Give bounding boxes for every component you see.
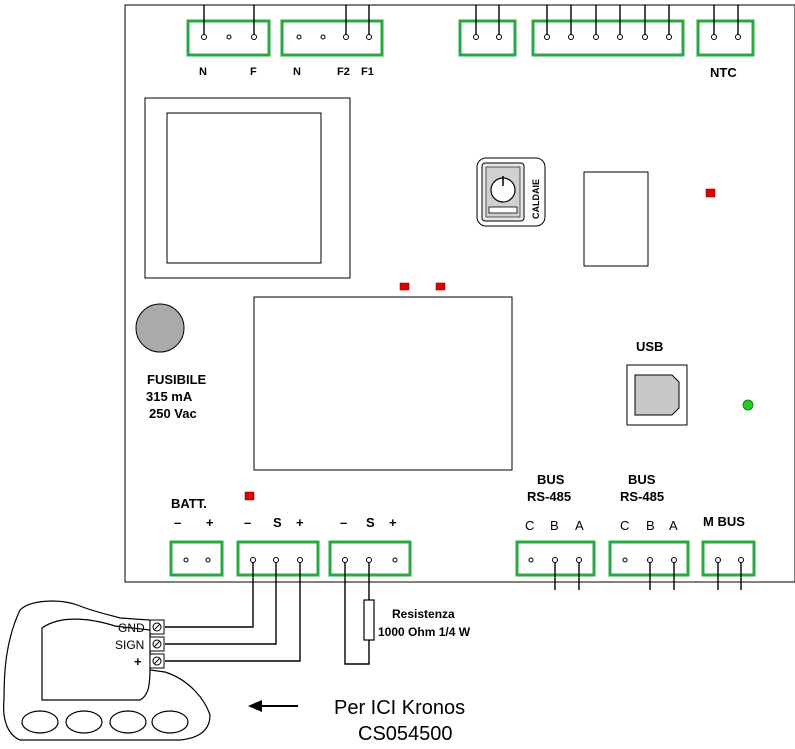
- usb-port-icon: [626, 364, 688, 426]
- label-bus2-sub: RS-485: [620, 489, 664, 504]
- terminal-bus1: [515, 540, 596, 590]
- label-bus2-title: BUS: [628, 472, 656, 487]
- wire-plus: [165, 562, 301, 662]
- label-t3-minus: –: [340, 515, 347, 530]
- label-resistenza-value: 1000 Ohm 1/4 W: [378, 625, 471, 639]
- label-bus1-sub: RS-485: [527, 489, 571, 504]
- label-mbus: M BUS: [703, 514, 745, 529]
- led-red-top: [705, 188, 716, 198]
- led-green: [742, 399, 754, 411]
- label-top-f: F: [250, 66, 257, 78]
- label-resistenza-title: Resistenza: [392, 607, 455, 621]
- terminal-top-2pin: [458, 5, 517, 57]
- thermostat-terminals: [149, 619, 165, 669]
- label-t2-plus: +: [296, 515, 304, 530]
- label-bus1-a: A: [575, 518, 584, 533]
- label-usb: USB: [636, 339, 663, 354]
- terminal-ntc: [696, 5, 755, 57]
- terminal-gnd-sign-plus: [236, 540, 320, 577]
- thermostat-button-2: [65, 710, 103, 734]
- label-top-n1: N: [199, 66, 207, 78]
- label-ntc: NTC: [710, 65, 737, 80]
- terminal-n-f: [186, 5, 271, 57]
- terminal-batt: [169, 540, 224, 577]
- label-top-f2: F2: [337, 66, 350, 78]
- terminal-mbus: [701, 540, 756, 590]
- label-bus1-title: BUS: [537, 472, 565, 487]
- wire-sign: [165, 562, 277, 645]
- label-t2-s: S: [273, 515, 282, 530]
- terminal-top-6pin: [531, 5, 685, 57]
- label-plus: +: [134, 654, 142, 669]
- label-bus1-c: C: [525, 518, 534, 533]
- label-t3-s: S: [366, 515, 375, 530]
- label-batt: BATT.: [171, 496, 207, 511]
- label-batt-plus: +: [206, 515, 214, 530]
- thermostat-device: [3, 600, 211, 741]
- label-fusibile-current: 315 mA: [146, 389, 193, 404]
- label-batt-minus: –: [174, 515, 181, 530]
- wire-gnd: [165, 562, 254, 628]
- label-fusibile-voltage: 250 Vac: [149, 406, 197, 421]
- terminal-n-f2-f1: [280, 5, 384, 57]
- board-outline: [124, 4, 795, 583]
- label-sign: SIGN: [115, 638, 144, 652]
- device-caption-line2: CS054500: [358, 723, 453, 745]
- label-top-f1: F1: [361, 66, 374, 78]
- label-bus2-c: C: [620, 518, 629, 533]
- arrow-left-icon: [248, 700, 298, 712]
- terminal-bus2: [608, 540, 690, 590]
- label-t3-plus: +: [389, 515, 397, 530]
- label-bus1-b: B: [550, 518, 559, 533]
- label-top-n2: N: [293, 66, 301, 78]
- thermostat-button-3: [109, 710, 147, 734]
- label-fusibile: FUSIBILE: [147, 372, 207, 387]
- main-module: [253, 296, 513, 471]
- caldaie-switch: [476, 157, 546, 227]
- label-t2-minus: –: [244, 515, 251, 530]
- led-red-mid-1: [399, 282, 410, 291]
- label-gnd: GND: [118, 621, 145, 635]
- led-red-batt: [244, 491, 255, 501]
- resistor: [344, 562, 375, 665]
- ic-component: [583, 171, 649, 267]
- thermostat-button-1: [21, 710, 59, 734]
- label-caldaie: CALDAIE: [531, 179, 541, 219]
- terminal-resistor: [328, 540, 412, 577]
- label-bus2-a: A: [669, 518, 678, 533]
- device-caption-line1: Per ICI Kronos: [334, 697, 465, 719]
- label-bus2-b: B: [646, 518, 655, 533]
- thermostat-button-4: [151, 710, 189, 734]
- transformer-core: [166, 112, 322, 264]
- fuse-icon: [135, 303, 185, 353]
- led-red-mid-2: [435, 282, 446, 291]
